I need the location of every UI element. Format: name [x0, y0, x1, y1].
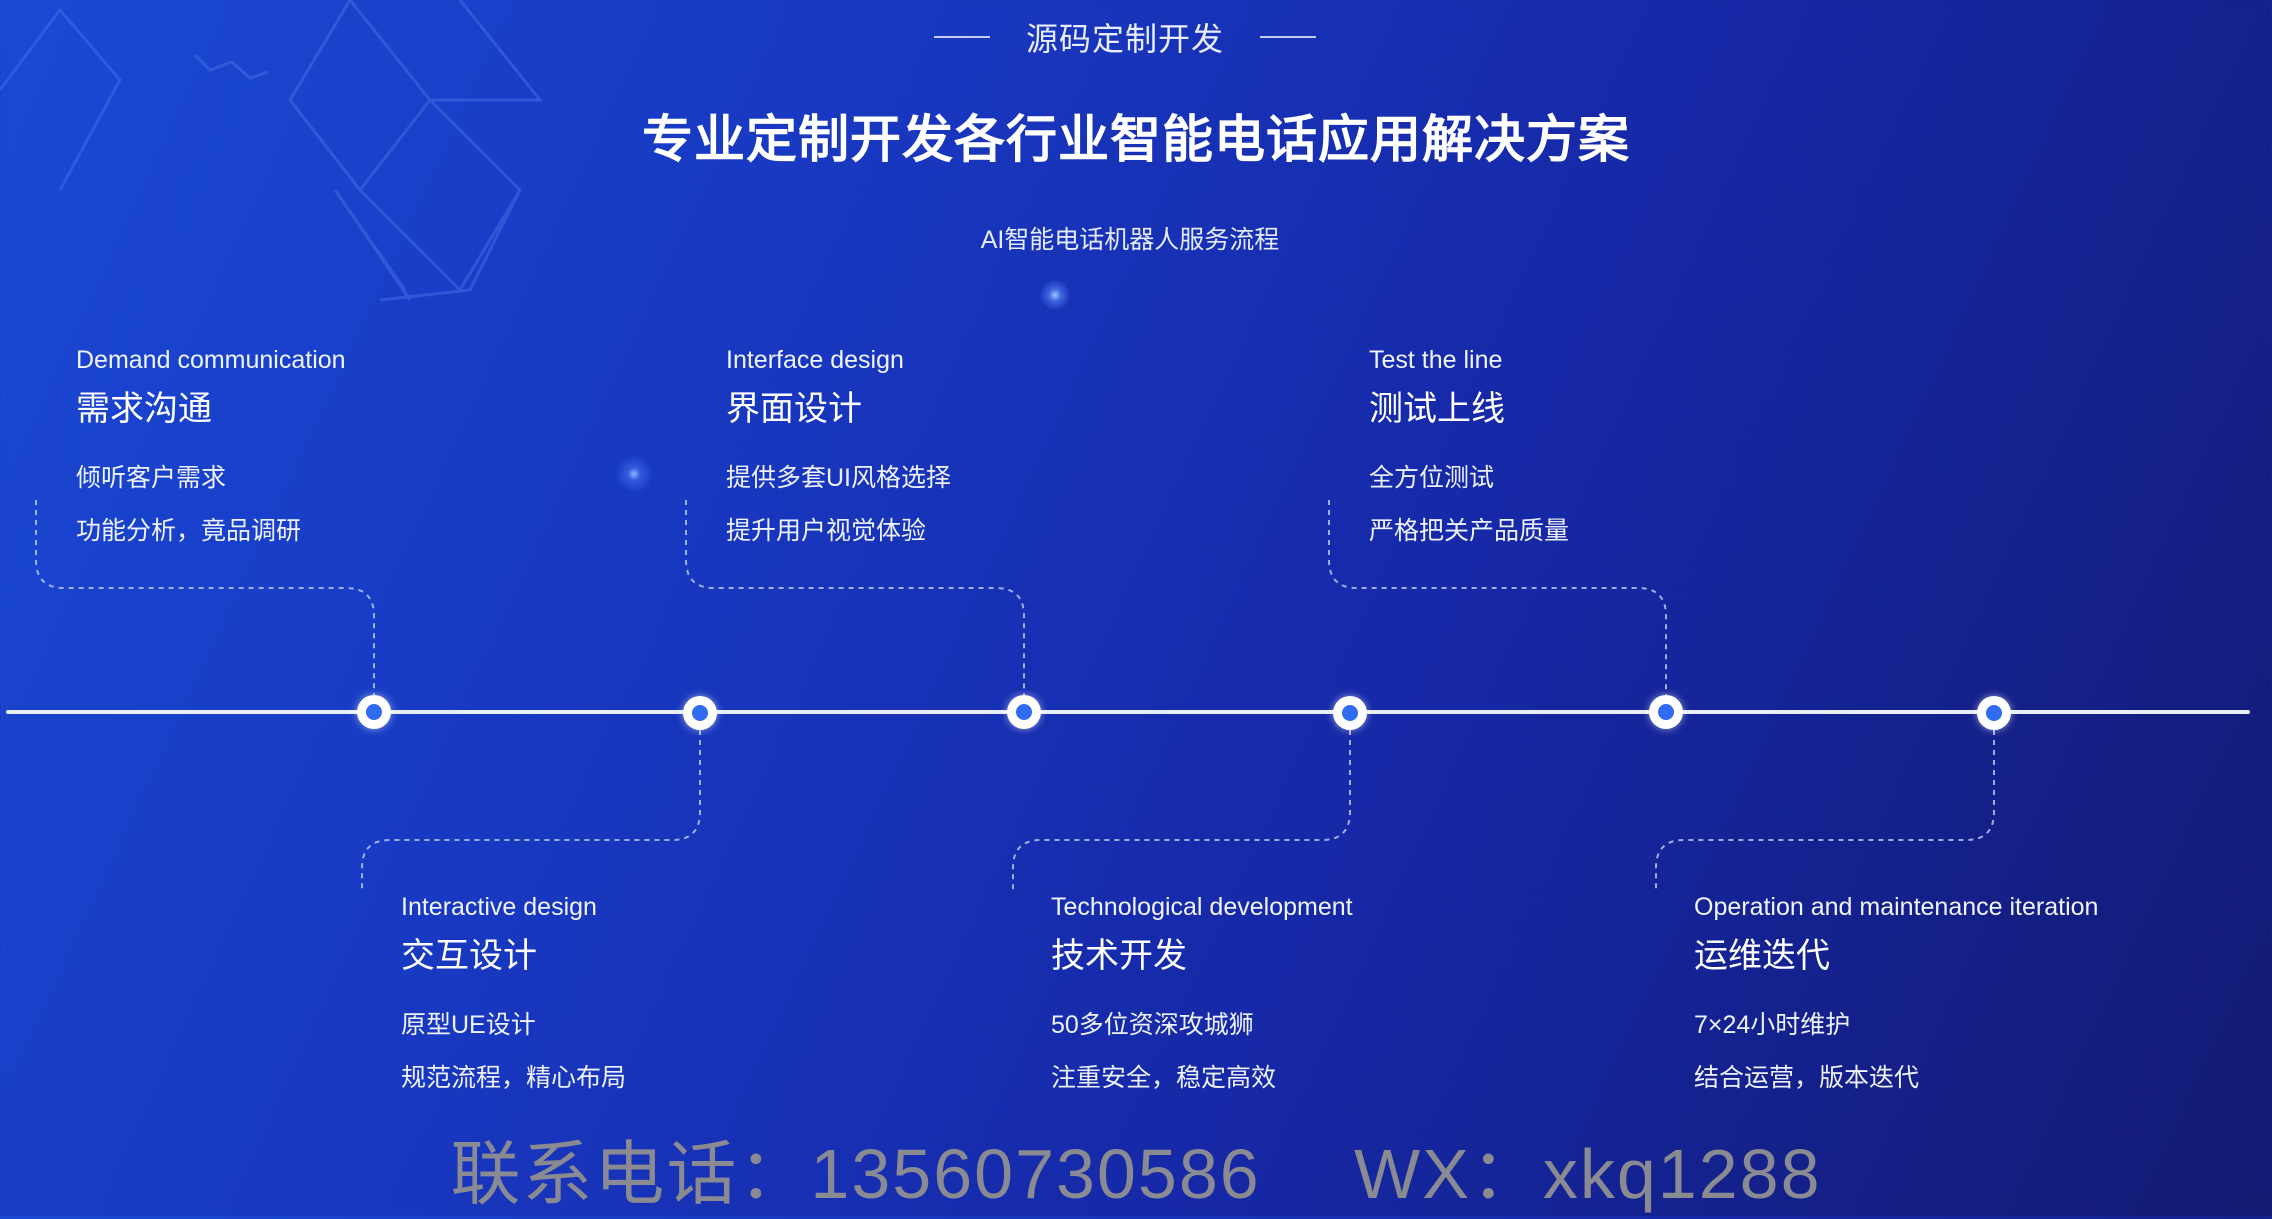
- step-en-title: Operation and maintenance iteration: [1694, 893, 2099, 921]
- tag-line-left: [933, 36, 990, 38]
- connector-2: [361, 730, 701, 890]
- page-subtitle: AI智能电话机器人服务流程: [980, 226, 1280, 254]
- step-desc: 全方位测试: [1369, 464, 1495, 492]
- step-desc: 50多位资深攻城狮: [1051, 1011, 1254, 1039]
- page-title: 专业定制开发各行业智能电话应用解决方案: [641, 111, 1630, 168]
- connector-6: [1655, 730, 1995, 890]
- connector-3: [685, 500, 1025, 695]
- step-technological-development: Technological development 技术开发 50多位资深攻城狮…: [1051, 893, 1353, 1094]
- step-cn-title: 技术开发: [1051, 937, 1187, 975]
- step-test-the-line: Test the line 测试上线 全方位测试 严格把关产品质量: [1369, 346, 1569, 547]
- timeline-node-3: [1007, 695, 1041, 729]
- step-desc: 提升用户视觉体验: [726, 517, 927, 545]
- timeline-line: [6, 710, 2250, 714]
- step-en-title: Technological development: [1051, 893, 1353, 921]
- step-cn-title: 交互设计: [401, 937, 537, 975]
- timeline-node-4: [1333, 696, 1367, 730]
- step-desc: 功能分析，竟品调研: [76, 517, 302, 545]
- step-desc: 注重安全，稳定高效: [1051, 1064, 1277, 1092]
- timeline-node-6: [1977, 696, 2011, 730]
- step-desc: 提供多套UI风格选择: [726, 464, 952, 492]
- contact-info: 联系电话：13560730586 WX：xkq1288: [450, 1135, 1822, 1213]
- timeline-node-2: [683, 696, 717, 730]
- step-cn-title: 界面设计: [726, 390, 862, 428]
- section-tag: 源码定制开发: [920, 14, 1330, 60]
- tag-line-right: [1260, 36, 1316, 38]
- step-en-title: Test the line: [1369, 346, 1503, 374]
- step-cn-title: 测试上线: [1369, 390, 1505, 428]
- step-en-title: Interactive design: [401, 893, 597, 921]
- connector-1: [35, 500, 375, 695]
- step-en-title: Interface design: [726, 346, 904, 374]
- step-operation-maintenance: Operation and maintenance iteration 运维迭代…: [1694, 893, 2098, 1094]
- step-desc: 结合运营，版本迭代: [1694, 1064, 1920, 1092]
- step-cn-title: 运维迭代: [1694, 937, 1830, 975]
- glow-dot: [616, 456, 652, 492]
- step-desc: 7×24小时维护: [1694, 1011, 1851, 1039]
- step-demand-communication: Demand communication 需求沟通 倾听客户需求 功能分析，竟品…: [76, 346, 346, 547]
- step-desc: 原型UE设计: [401, 1011, 536, 1039]
- step-cn-title: 需求沟通: [76, 390, 212, 428]
- step-desc: 规范流程，精心布局: [401, 1064, 627, 1092]
- step-interactive-design: Interactive design 交互设计 原型UE设计 规范流程，精心布局: [401, 893, 626, 1094]
- connector-4: [1012, 730, 1351, 890]
- step-en-title: Demand communication: [76, 346, 346, 374]
- timeline-node-5: [1649, 695, 1683, 729]
- step-desc: 严格把关产品质量: [1369, 517, 1570, 545]
- step-desc: 倾听客户需求: [76, 464, 227, 492]
- timeline-node-1: [357, 695, 391, 729]
- step-interface-design: Interface design 界面设计 提供多套UI风格选择 提升用户视觉体…: [726, 346, 951, 547]
- glow-dot: [1040, 280, 1070, 310]
- section-tag-text: 源码定制开发: [1025, 21, 1224, 57]
- connector-5: [1328, 500, 1667, 695]
